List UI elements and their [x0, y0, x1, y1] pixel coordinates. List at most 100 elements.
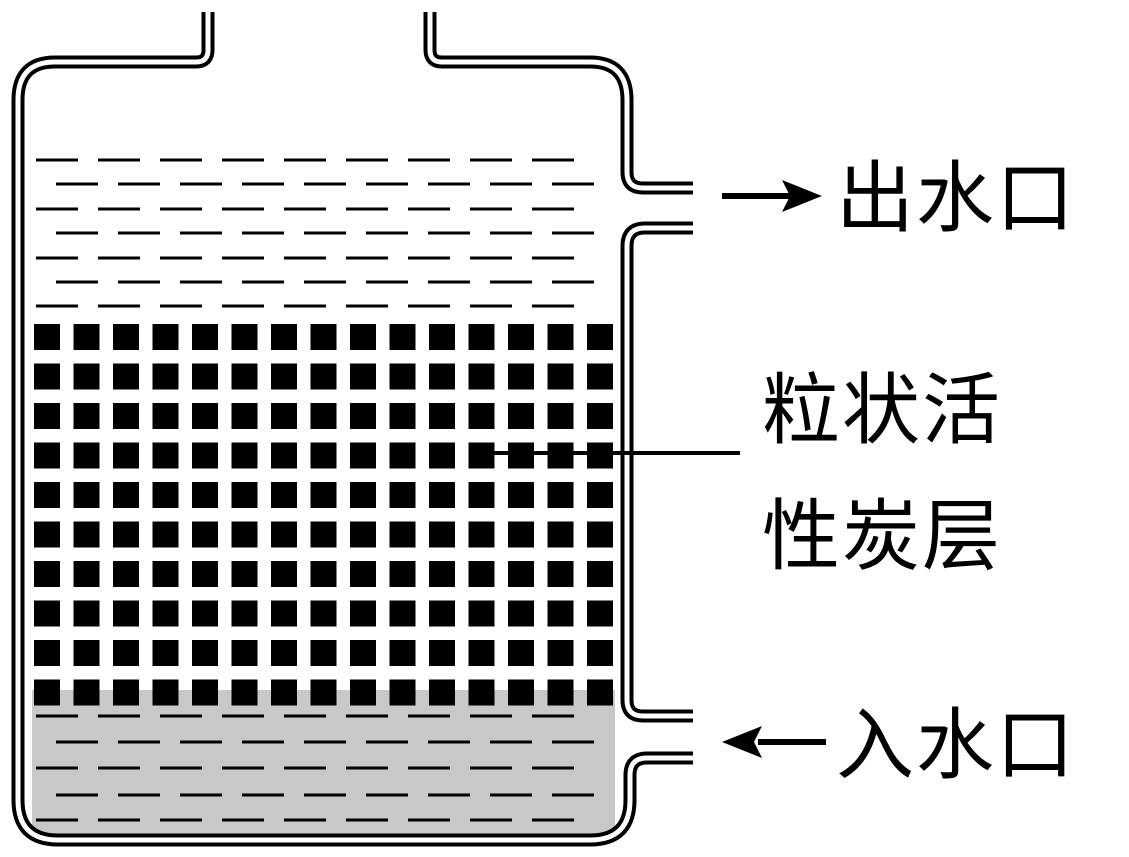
carbon-granule: [113, 679, 139, 706]
carbon-granule: [271, 324, 297, 350]
carbon-granule: [429, 324, 455, 350]
carbon-granule: [389, 442, 416, 469]
carbon-granule: [231, 640, 258, 666]
carbon-granule: [34, 521, 60, 548]
carbon-granule: [389, 561, 416, 587]
outlet-label: 出水口: [836, 154, 1077, 244]
carbon-granule: [73, 363, 100, 390]
carbon-granule: [350, 600, 376, 627]
carbon-granule: [587, 521, 613, 548]
carbon-granule: [310, 363, 337, 390]
inlet-arrow: [722, 726, 826, 758]
carbon-granule: [310, 442, 337, 469]
carbon-granule: [152, 640, 179, 666]
carbon-granule: [271, 600, 297, 627]
inlet-label: 入水口: [836, 701, 1077, 791]
carbon-granule: [152, 324, 179, 350]
carbon-granule: [547, 600, 574, 627]
carbon-granule: [192, 561, 218, 587]
carbon-granule: [192, 403, 218, 429]
carbon-granule: [152, 679, 179, 706]
carbon-granule: [547, 561, 574, 587]
carbon-granule: [113, 324, 139, 350]
carbon-granule: [73, 482, 100, 508]
carbon-granule: [310, 521, 337, 548]
carbon-granule: [271, 561, 297, 587]
carbon-layer-label-line1: 粒状活: [762, 366, 1003, 456]
outlet-arrow: [722, 180, 822, 212]
carbon-granule: [73, 679, 100, 706]
carbon-granule: [113, 442, 139, 469]
carbon-granule: [192, 521, 218, 548]
carbon-granule: [350, 679, 376, 706]
carbon-granule: [192, 640, 218, 666]
carbon-granule: [389, 679, 416, 706]
carbon-granule: [429, 521, 455, 548]
carbon-granule: [350, 640, 376, 666]
carbon-granule: [508, 363, 534, 390]
carbon-granule: [310, 324, 337, 350]
carbon-granule: [429, 561, 455, 587]
carbon-granule: [587, 324, 613, 350]
carbon-granule: [34, 442, 60, 469]
carbon-granule: [429, 482, 455, 508]
carbon-granule: [508, 324, 534, 350]
carbon-granule: [468, 561, 495, 587]
carbon-granule: [192, 442, 218, 469]
carbon-granule: [152, 600, 179, 627]
carbon-granule: [350, 442, 376, 469]
carbon-granule: [508, 640, 534, 666]
carbon-granule: [152, 363, 179, 390]
top-water-dashes: [36, 158, 594, 308]
bottom-water-region: [32, 690, 615, 834]
carbon-granule: [73, 640, 100, 666]
carbon-granule: [271, 640, 297, 666]
carbon-granule: [429, 403, 455, 429]
carbon-granule: [34, 482, 60, 508]
carbon-granule: [73, 403, 100, 429]
carbon-granule: [468, 482, 495, 508]
carbon-granule: [350, 403, 376, 429]
carbon-granule: [271, 521, 297, 548]
carbon-granule: [152, 482, 179, 508]
carbon-granule: [508, 442, 534, 469]
carbon-granule: [113, 521, 139, 548]
bottom-water-dashes: [36, 714, 594, 822]
carbon-granule: [152, 521, 179, 548]
vessel-wall: [11, 12, 693, 847]
carbon-granule: [429, 640, 455, 666]
carbon-granule: [389, 403, 416, 429]
carbon-granule: [429, 442, 455, 469]
carbon-granule: [468, 521, 495, 548]
carbon-granule: [231, 561, 258, 587]
carbon-granule: [152, 561, 179, 587]
carbon-granule: [192, 324, 218, 350]
carbon-granule: [508, 679, 534, 706]
carbon-granule: [113, 363, 139, 390]
carbon-granule: [350, 363, 376, 390]
carbon-granule: [271, 679, 297, 706]
carbon-granule: [310, 403, 337, 429]
carbon-granule: [468, 324, 495, 350]
carbon-granule: [587, 561, 613, 587]
carbon-granule: [310, 679, 337, 706]
carbon-granule: [231, 521, 258, 548]
carbon-granule: [231, 403, 258, 429]
carbon-granule: [587, 442, 613, 469]
carbon-granule: [508, 561, 534, 587]
carbon-granule: [508, 403, 534, 429]
carbon-granule: [231, 324, 258, 350]
carbon-granule: [468, 363, 495, 390]
carbon-granule: [152, 403, 179, 429]
carbon-granule: [231, 482, 258, 508]
carbon-granule: [508, 482, 534, 508]
carbon-granule: [389, 363, 416, 390]
carbon-granule: [271, 403, 297, 429]
carbon-granule: [192, 679, 218, 706]
carbon-granule: [587, 679, 613, 706]
carbon-granule: [113, 403, 139, 429]
carbon-granule: [73, 442, 100, 469]
carbon-granule: [389, 482, 416, 508]
carbon-granule: [389, 640, 416, 666]
